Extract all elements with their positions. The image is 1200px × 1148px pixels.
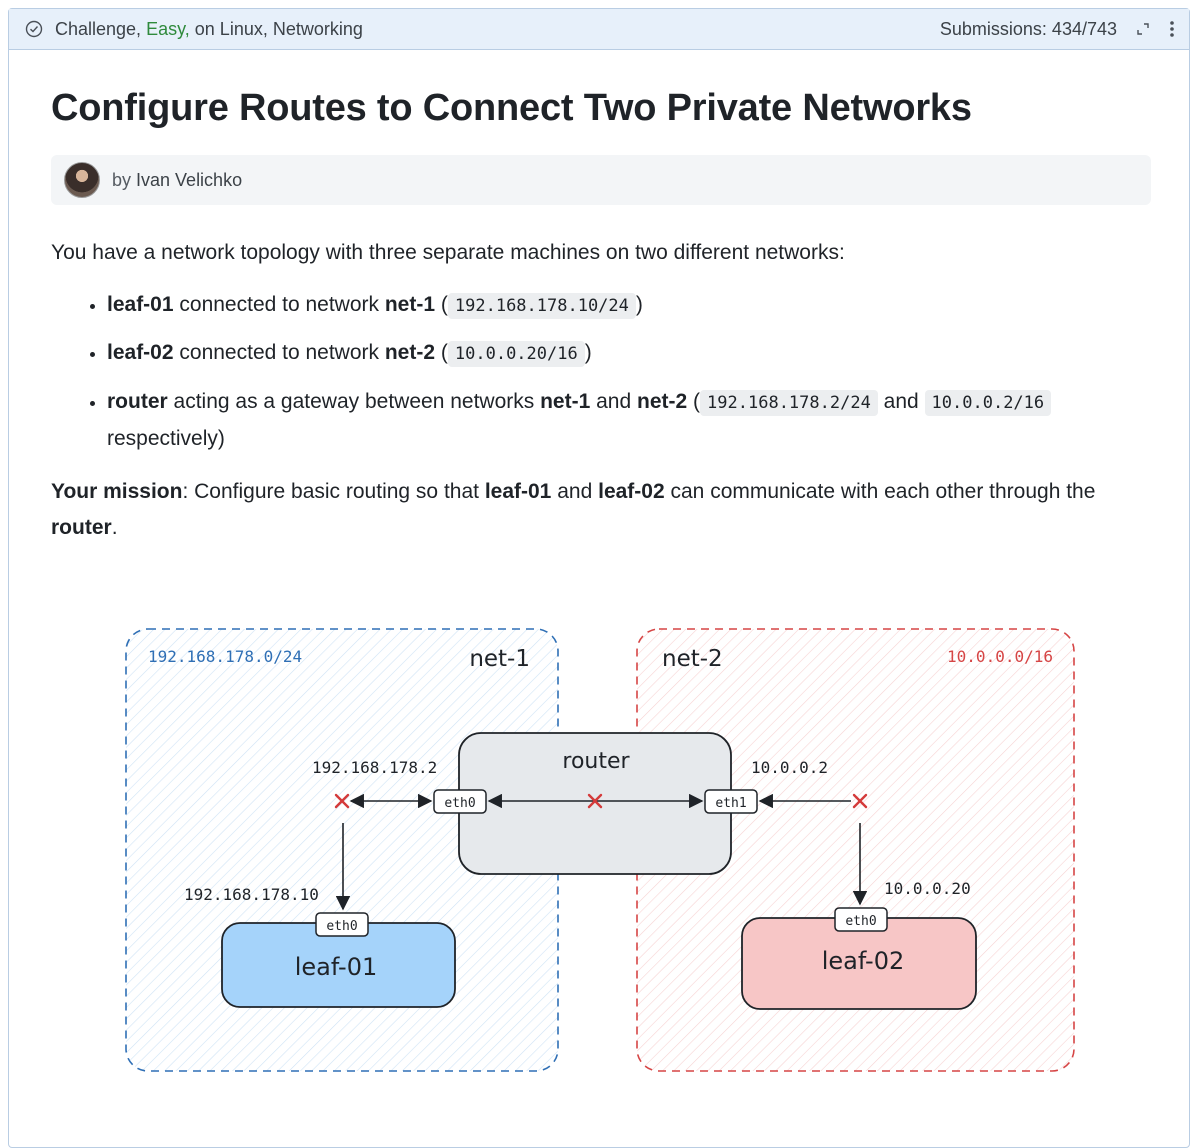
router-label: router [562, 749, 630, 774]
x-mark-net-1 [334, 793, 350, 809]
check-circle-icon [25, 20, 43, 38]
leaf-01-ip: 192.168.178.10 [184, 885, 319, 904]
router-eth1-port [704, 789, 758, 814]
expand-button[interactable] [1135, 21, 1151, 37]
challenge-context: on Linux, Networking [194, 18, 363, 39]
net-1-label: net-1 [469, 646, 530, 672]
cidr-code: 10.0.0.20/16 [447, 341, 585, 368]
router-eth0-ip: 192.168.178.2 [312, 758, 437, 777]
router-eth0-port [433, 789, 487, 814]
author-bar: by Ivan Velichko [51, 155, 1151, 205]
avatar[interactable] [64, 162, 100, 198]
leaf-02-eth0-port [834, 907, 888, 932]
challenge-header: Challenge, Easy, on Linux, Networking Su… [9, 9, 1189, 50]
net-2-label: net-2 [662, 646, 723, 672]
cidr-code: 10.0.0.2/16 [924, 390, 1052, 417]
page-title: Configure Routes to Connect Two Private … [51, 87, 972, 129]
author-by: by [112, 169, 132, 190]
x-mark-router [587, 793, 603, 809]
submissions-count: Submissions: 434/743 [939, 18, 1117, 39]
cidr-code: 192.168.178.2/24 [700, 390, 878, 417]
list-item-router: router acting as a gateway between netwo… [107, 384, 1161, 458]
difficulty-badge: Easy, [146, 18, 190, 39]
list-item-leaf-02: leaf-02 connected to network net-2 (10.0… [107, 335, 1161, 372]
expand-icon [1137, 23, 1149, 35]
leaf-02-ip: 10.0.0.20 [884, 879, 971, 898]
machine-list: leaf-01 connected to network net-1 (192.… [51, 287, 1161, 458]
net-1-cidr: 192.168.178.0/24 [148, 647, 302, 666]
net-2-cidr: 10.0.0.0/16 [947, 647, 1053, 666]
network-topology-diagram: 192.168.178.0/24 net-1 net-2 10.0.0.0/16… [125, 628, 1075, 1072]
challenge-description: You have a network topology with three s… [51, 235, 1161, 547]
leaf-02-label: leaf-02 [822, 947, 904, 975]
more-menu-button[interactable] [1169, 19, 1175, 39]
router-eth1-ip: 10.0.0.2 [751, 758, 828, 777]
cidr-code: 192.168.178.10/24 [447, 292, 636, 319]
list-item-leaf-01: leaf-01 connected to network net-1 (192.… [107, 287, 1161, 324]
intro-text: You have a network topology with three s… [51, 241, 845, 264]
mission-text: Your mission: Configure basic routing so… [51, 479, 1096, 540]
leaf-02-eth0-label: eth0 [845, 914, 876, 929]
challenge-panel: Challenge, Easy, on Linux, Networking Su… [8, 8, 1190, 1148]
x-mark-net-2 [852, 793, 868, 809]
leaf-01-label: leaf-01 [295, 953, 377, 981]
more-vertical-icon [1170, 21, 1174, 37]
router-eth0-label: eth0 [444, 796, 475, 811]
leaf-01-eth0-port [315, 912, 369, 937]
author-name[interactable]: Ivan Velichko [136, 169, 243, 190]
router-eth1-label: eth1 [715, 796, 746, 811]
challenge-kind: Challenge, [55, 18, 142, 39]
leaf-01-eth0-label: eth0 [326, 919, 357, 934]
